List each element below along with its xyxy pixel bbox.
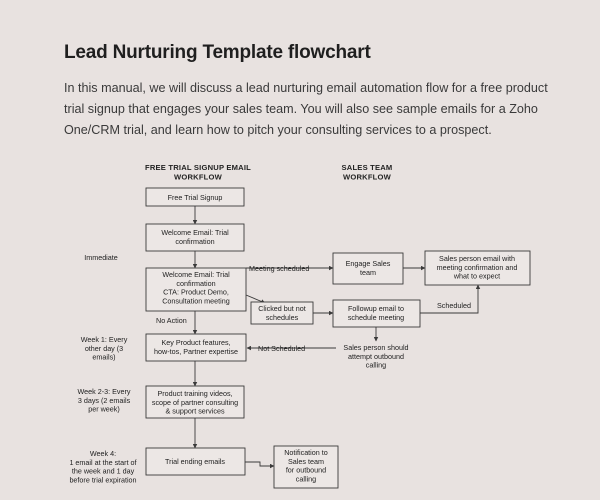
text-line: Week 1: Every xyxy=(81,335,128,344)
text-line: for outbound xyxy=(286,466,326,475)
text-line: SALES TEAM xyxy=(342,163,393,172)
node-welcome-email-1 xyxy=(145,223,245,252)
text-line: calling xyxy=(296,474,316,483)
text-line: Trial ending emails xyxy=(165,457,225,466)
edge-label-meeting-scheduled: Meeting scheduled xyxy=(249,264,309,273)
node-trial-ending xyxy=(145,447,246,476)
text-line: other day (3 xyxy=(85,344,123,353)
text-line: schedules xyxy=(266,313,299,322)
edge-label-not-scheduled: Not Scheduled xyxy=(258,344,305,353)
page-title: Lead Nurturing Template flowchart xyxy=(64,42,371,63)
text-line: 3 days (2 emails xyxy=(78,396,131,405)
text-line: Product training videos, xyxy=(157,389,232,398)
intro-paragraph: In this manual, we will discuss a lead n… xyxy=(64,81,548,137)
text-line: confirmation xyxy=(176,279,215,288)
text-line: per week) xyxy=(88,405,120,414)
text-line: meeting confirmation and xyxy=(437,263,518,272)
text-line: how-tos, Partner expertise xyxy=(154,347,238,356)
side-label-immediate: Immediate xyxy=(84,253,118,262)
text-line: Engage Sales xyxy=(346,259,391,268)
text-line: the week and 1 day xyxy=(72,467,135,476)
text-line: schedule meeting xyxy=(348,313,404,322)
node-engage-sales xyxy=(332,252,404,285)
node-product-training xyxy=(145,385,245,419)
node-free-trial-signup xyxy=(145,187,245,207)
text-line: Sales team xyxy=(288,457,324,466)
text-line: scope of partner consulting xyxy=(152,398,238,407)
text-line: emails) xyxy=(92,353,115,362)
text-line: team xyxy=(360,268,376,277)
text-line: & support services xyxy=(165,407,225,416)
text-line: Notification to xyxy=(284,448,328,457)
text-line: Free Trial Signup xyxy=(168,193,223,202)
text-line: WORKFLOW xyxy=(174,172,223,181)
text-line: FREE TRIAL SIGNUP EMAIL xyxy=(145,163,251,172)
text-line: Sales person email with xyxy=(439,254,515,263)
edge-label-no-action: No Action xyxy=(156,316,187,325)
node-trial-ending-label: Trial ending emails xyxy=(165,457,225,466)
text-line: Key Product features, xyxy=(161,338,230,347)
text-line: attempt outbound xyxy=(348,352,404,361)
text-line: CTA: Product Demo, xyxy=(163,288,229,297)
text-line: Sales person should xyxy=(343,343,408,352)
node-followup-email xyxy=(332,299,421,328)
connectors xyxy=(192,206,481,469)
node-clicked-not-scheduled xyxy=(250,301,314,325)
text-line: before trial expiration xyxy=(69,475,136,484)
text-line: confirmation xyxy=(175,237,214,246)
node-key-features-label: Key Product features,how-tos, Partner ex… xyxy=(154,338,238,356)
text-line: WORKFLOW xyxy=(343,172,392,181)
text-line: Immediate xyxy=(84,253,118,262)
node-free-trial-signup-label: Free Trial Signup xyxy=(168,193,223,202)
text-line: Welcome Email: Trial xyxy=(161,228,229,237)
node-salesperson-email xyxy=(424,250,531,286)
edge-followup-to-spemail xyxy=(420,284,481,314)
text-line: Week 4: xyxy=(90,449,116,458)
edge-ending-to-notification xyxy=(245,461,275,469)
text-line: Week 2-3: Every xyxy=(78,387,131,396)
text-line: what to expect xyxy=(453,272,500,281)
text-line: Clicked but not xyxy=(258,304,306,313)
node-product-training-label: Product training videos,scope of partner… xyxy=(152,389,238,416)
text-line: Consultation meeting xyxy=(162,296,230,305)
text-line: calling xyxy=(366,361,386,370)
text-line: 1 email at the start of xyxy=(69,458,136,467)
text-line: Followup email to xyxy=(348,304,404,313)
edge-label-scheduled: Scheduled xyxy=(437,301,471,310)
node-key-features xyxy=(145,333,247,362)
text-line: Welcome Email: Trial xyxy=(162,270,230,279)
node-welcome-email-2 xyxy=(145,267,247,312)
node-notification xyxy=(273,445,339,489)
